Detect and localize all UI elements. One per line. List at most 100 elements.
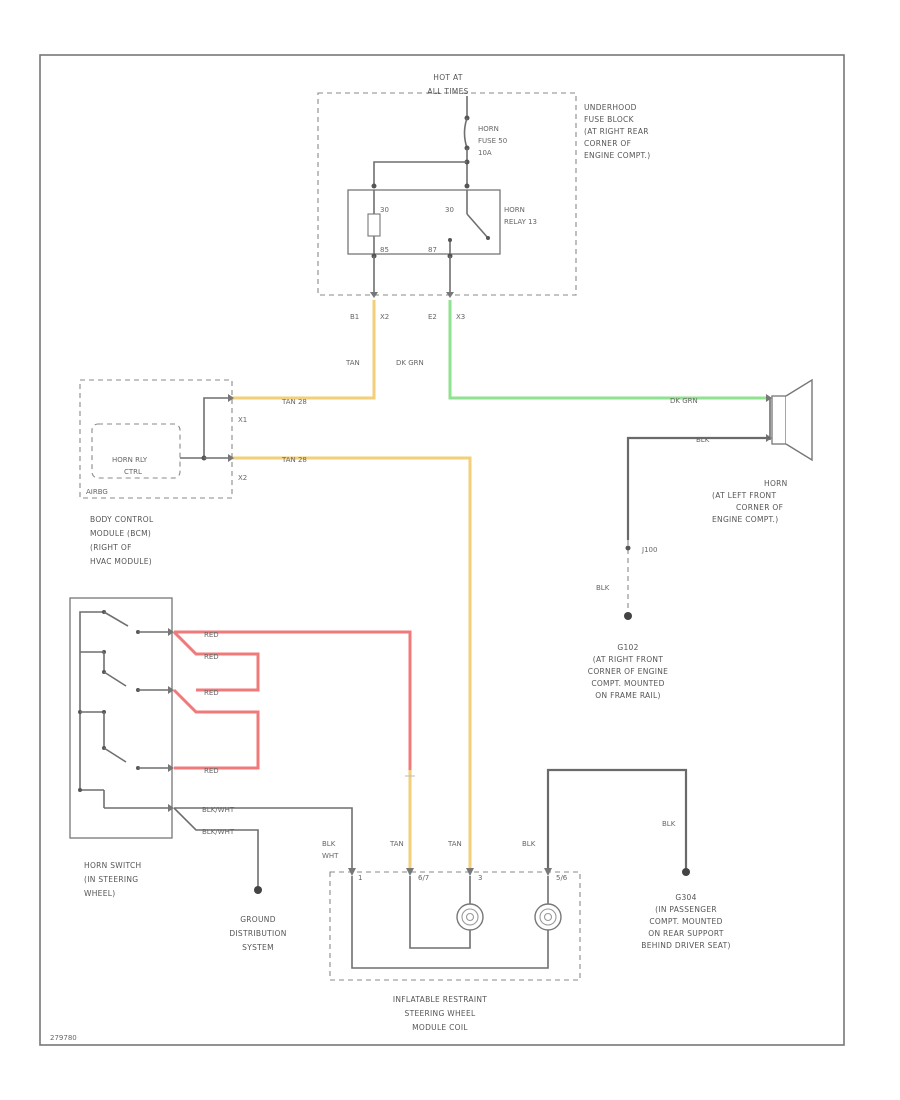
g102-label-1: G102 — [617, 643, 638, 652]
wire-label-red3: RED — [204, 689, 219, 697]
connector-x2: X2 — [380, 313, 389, 321]
coil-label-3: MODULE COIL — [412, 1023, 468, 1032]
g102-label-5: ON FRAME RAIL) — [595, 691, 660, 700]
g102-label-4: COMPT. MOUNTED — [591, 679, 664, 688]
wire-tan-relay-to-bcm — [232, 300, 376, 400]
splice-label: J100 — [641, 546, 657, 554]
body-control-module: HORN RLY CTRL AIRBG X1 X2 BODY CONTROL M… — [79, 379, 247, 566]
g304-label-4: ON REAR SUPPORT — [648, 929, 724, 938]
steering-wheel-module-coil: 1 6/7 3 5/6 INFLATABLE RESTRAINT STEERIN… — [329, 868, 581, 1032]
g304-label-3: COMPT. MOUNTED — [649, 917, 722, 926]
wire-dk-grn-relay-to-horn — [448, 300, 770, 400]
switch-contact-1 — [103, 611, 129, 627]
wire-label-blk-wht1: BLK/WHT — [202, 806, 235, 814]
coil-label-1: INFLATABLE RESTRAINT — [393, 995, 487, 1004]
coil-spiral-1 — [456, 903, 484, 931]
connector-x3: X3 — [456, 313, 465, 321]
horn-icon — [785, 378, 813, 462]
wire-label-blk-coil: BLK — [522, 840, 536, 848]
hot-at-label: HOT AT — [433, 73, 463, 82]
wire-label-blk-wht2: BLK/WHT — [202, 828, 235, 836]
bcm-pin-x1: X1 — [238, 416, 247, 424]
coil-pin-1: 1 — [358, 874, 362, 882]
relay-pin-bl: 85 — [380, 246, 389, 254]
g304-label-2: (IN PASSENGER — [655, 905, 717, 914]
wire-label-tan-left: TAN — [389, 840, 404, 848]
fuse-block-loc-2: FUSE BLOCK — [584, 115, 635, 124]
fuse-label-1: HORN — [478, 125, 499, 133]
wire-label-tan-28: TAN 28 — [281, 398, 307, 406]
wire-blk-horn-ground — [626, 436, 770, 540]
switch-contact-3 — [103, 747, 127, 763]
bcm-outline — [79, 379, 233, 499]
relay-coil — [367, 213, 381, 237]
relay-switch-contact — [466, 213, 489, 239]
bcm-label-4: HVAC MODULE) — [90, 557, 152, 566]
wire-blk-wht-2 — [173, 807, 259, 888]
wire-label-blk-right: BLK — [662, 820, 676, 828]
bcm-horn-relay-ctrl — [91, 423, 181, 479]
horn-relay-outline — [347, 189, 501, 255]
ground-g304-icon — [682, 868, 690, 876]
wire-label-blk-horn: BLK — [696, 436, 710, 444]
wire-label-wht-top: WHT — [322, 852, 339, 860]
g102-label-3: CORNER OF ENGINE — [588, 667, 668, 676]
underhood-fuse-block: HOT AT ALL TIMES UNDERHOOD FUSE BLOCK (A… — [317, 73, 650, 321]
horn-body — [771, 395, 787, 445]
wire-blk-wht-1 — [174, 807, 353, 870]
fuse-block-loc-5: ENGINE COMPT.) — [584, 151, 650, 160]
relay-pin-tr: 30 — [445, 206, 454, 214]
horn-label-2: (AT LEFT FRONT — [712, 491, 776, 500]
horn-switch-outline — [69, 597, 173, 839]
horn-switch-label-2: (IN STEERING — [84, 875, 138, 884]
diagram-frame — [39, 54, 845, 1046]
wire-label-tan-28b: TAN 28 — [281, 456, 307, 464]
fuse-label-3: 10A — [478, 149, 492, 157]
wire-label-dk-grn: DK GRN — [396, 359, 424, 367]
horn-label-1: HORN — [764, 479, 788, 488]
ground-g102-icon — [624, 612, 632, 620]
connector-e2: E2 — [428, 313, 437, 321]
wire-red-2 — [172, 630, 260, 692]
coil-spiral-2 — [534, 903, 562, 931]
fuse-block-loc-1: UNDERHOOD — [584, 103, 637, 112]
wire-label-tan: TAN — [345, 359, 360, 367]
splice-j100 — [625, 545, 631, 551]
all-times-label: ALL TIMES — [427, 87, 468, 96]
wire-red-3 — [172, 688, 260, 770]
horn-switch: HORN SWITCH (IN STEERING WHEEL) — [69, 597, 174, 898]
ground-dist-label-1: GROUND — [240, 915, 276, 924]
figure-code: 279780 — [50, 1034, 77, 1042]
horn-label-3: CORNER OF — [736, 503, 783, 512]
horn-label-4: ENGINE COMPT.) — [712, 515, 778, 524]
wire-tan-bcm-to-coil — [232, 456, 472, 870]
wire-label-dk-grn-horn: DK GRN — [670, 397, 698, 405]
relay-pin-tl: 30 — [380, 206, 389, 214]
coil-pin-2: 6/7 — [418, 874, 429, 882]
bcm-label-3: (RIGHT OF — [90, 543, 132, 552]
wire-label-red2: RED — [204, 653, 219, 661]
ground-dist-label-2: DISTRIBUTION — [229, 929, 286, 938]
ground-dist-label-3: SYSTEM — [242, 943, 274, 952]
coil-pin-3: 3 — [478, 874, 482, 882]
relay-label-1: HORN — [504, 206, 525, 214]
wire-label-tan-right: TAN — [447, 840, 462, 848]
bcm-label-1: BODY CONTROL — [90, 515, 154, 524]
g304-label-5: BEHIND DRIVER SEAT) — [641, 941, 730, 950]
bcm-internal-2: CTRL — [124, 468, 142, 476]
coil-label-2: STEERING WHEEL — [405, 1009, 476, 1018]
fuse-block-loc-4: CORNER OF — [584, 139, 631, 148]
fuse-block-loc-3: (AT RIGHT REAR — [584, 127, 649, 136]
fuse-label-2: FUSE 50 — [478, 137, 507, 145]
bcm-internal-1: HORN RLY — [112, 456, 148, 464]
wire-label-red4: RED — [204, 767, 219, 775]
relay-pin-br: 87 — [428, 246, 437, 254]
fuse-block-outline — [317, 92, 577, 296]
g102-label-2: (AT RIGHT FRONT — [593, 655, 664, 664]
g304-label-1: G304 — [675, 893, 696, 902]
wire-label-blk-top: BLK — [322, 840, 336, 848]
wire-blk-coil-to-g304 — [546, 768, 688, 870]
bcm-pin-x2: X2 — [238, 474, 247, 482]
horn-fuse-element — [463, 117, 468, 149]
